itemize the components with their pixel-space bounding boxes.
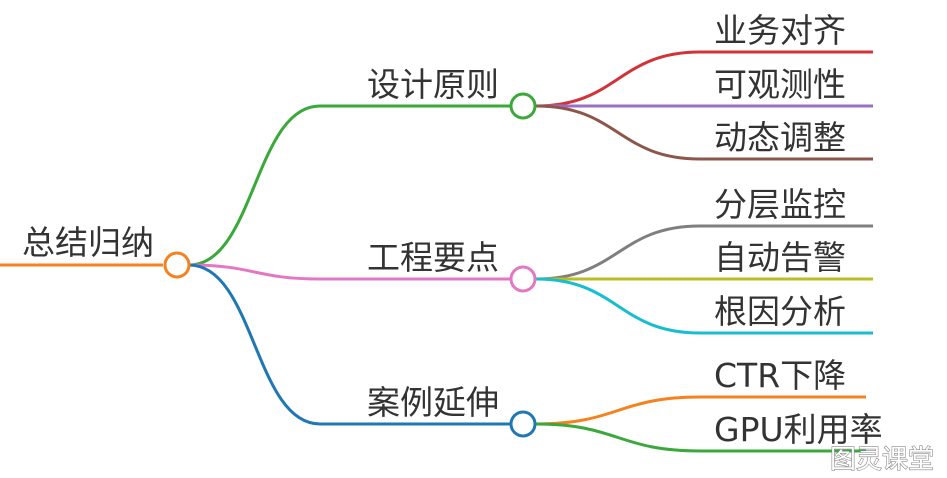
root-connector: [188, 263, 321, 281]
child-connector: [535, 50, 701, 108]
root-connector: [188, 104, 321, 267]
branch-node: [509, 410, 537, 438]
child-label: 自动告警: [714, 238, 846, 277]
root-label: 总结归纳: [22, 223, 154, 262]
child-connector: [535, 422, 701, 453]
branch-label: 工程要点: [367, 238, 499, 277]
root-connector: [188, 263, 321, 426]
child-label: 分层监控: [714, 185, 846, 224]
child-label: CTR下降: [714, 356, 846, 395]
watermark: 图灵课堂: [830, 445, 934, 475]
child-label: 根因分析: [714, 292, 846, 331]
child-label: 业务对齐: [714, 11, 846, 50]
child-label: GPU利用率: [714, 410, 883, 449]
child-label: 可观测性: [714, 65, 846, 104]
branch-label: 设计原则: [367, 65, 499, 104]
branch-node: [509, 265, 537, 293]
child-connector: [535, 224, 701, 281]
branch-node: [509, 92, 537, 120]
root-node: [163, 251, 191, 279]
branch-label: 案例延伸: [367, 383, 499, 422]
child-label: 动态调整: [714, 118, 846, 157]
child-connector: [535, 277, 701, 335]
child-connector: [535, 104, 701, 161]
child-connector: [535, 395, 701, 426]
